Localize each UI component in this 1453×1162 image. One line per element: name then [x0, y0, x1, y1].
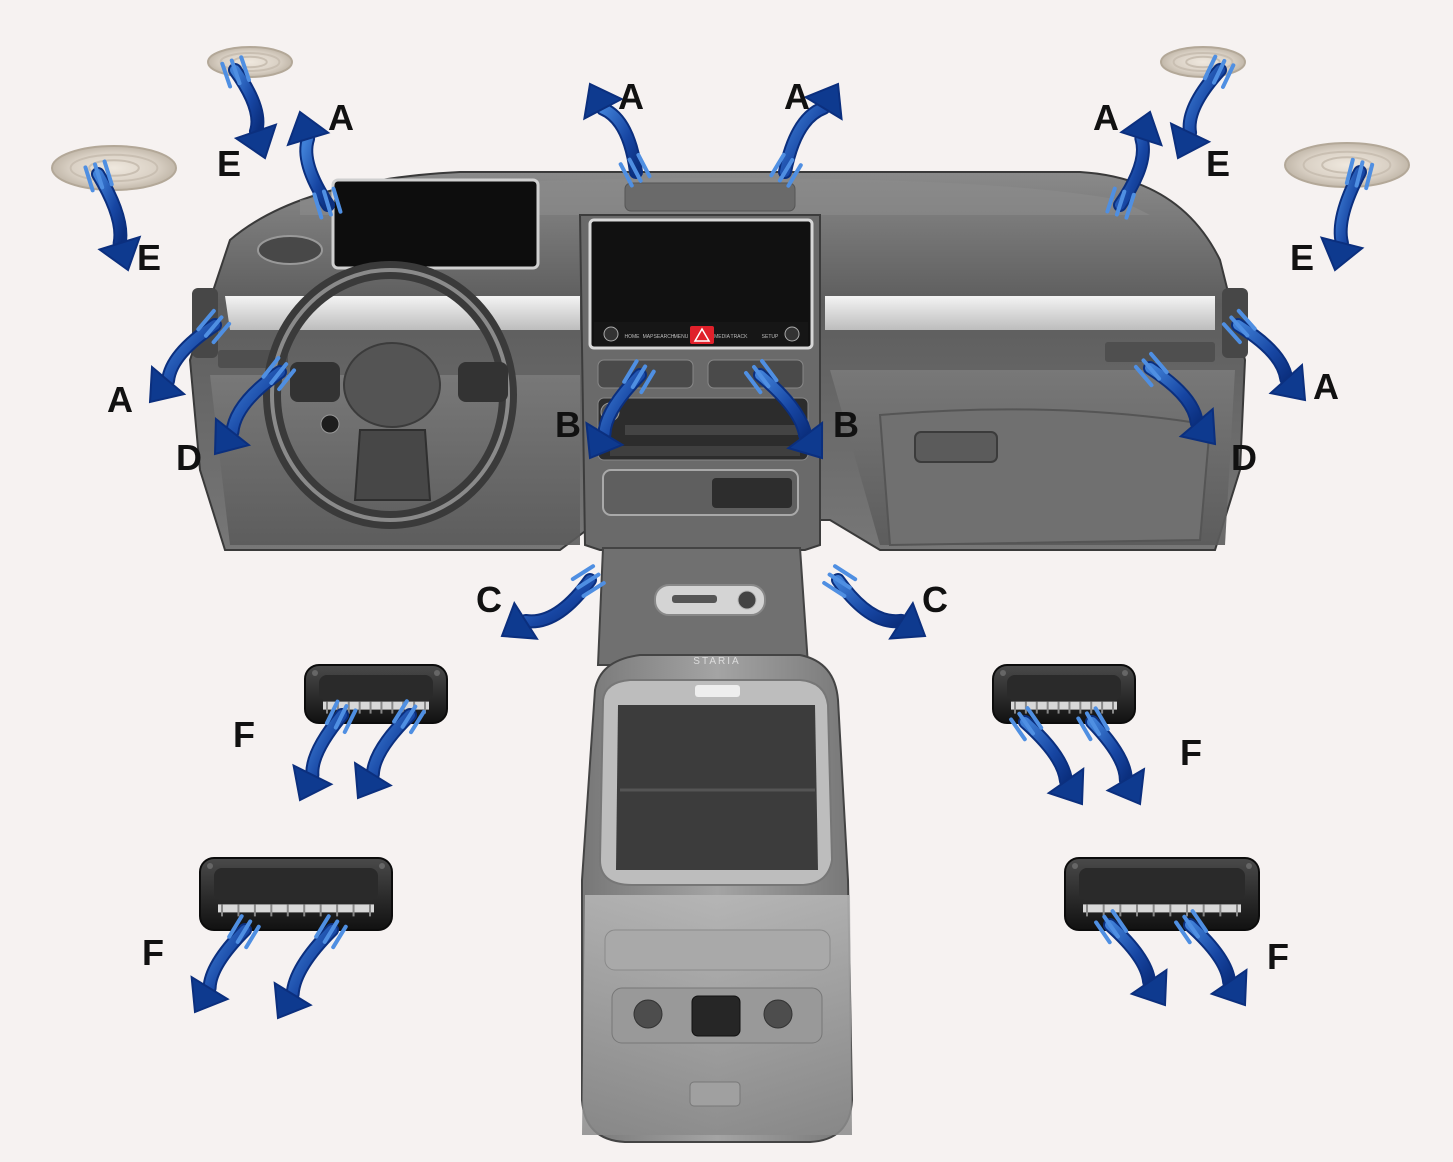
power-outlet	[737, 590, 757, 610]
screen-button-label[interactable]: SETUP	[762, 334, 779, 340]
rear-vent-icon	[304, 664, 448, 724]
label-e-upper-right: E	[1205, 143, 1231, 184]
climate-buttons-lower	[610, 446, 800, 456]
rear-vent-icon	[199, 857, 393, 931]
passenger-vent	[1105, 342, 1215, 362]
center-defrost-grille	[624, 182, 796, 212]
rear-seat-heat-left[interactable]	[633, 999, 663, 1029]
label-b-left: B	[555, 404, 581, 445]
label-e-lower-right: E	[1289, 237, 1315, 278]
label-f-right-1: F	[1180, 732, 1202, 773]
label-f-right-2: F	[1267, 936, 1289, 977]
label-f-left-2: F	[142, 932, 164, 973]
airflow-arrow-icon	[220, 55, 278, 160]
trim-strip-left	[225, 296, 580, 330]
center-console: STARIA	[581, 547, 854, 1143]
airflow-arrow-icon	[1105, 110, 1163, 220]
screen-button-label[interactable]: MENU	[674, 334, 689, 340]
airflow-arrow-icon	[744, 359, 824, 460]
airflow-arrow-icon	[583, 82, 652, 188]
rear-slot	[604, 929, 831, 971]
usb-port	[672, 595, 717, 603]
label-c-right: C	[922, 579, 948, 620]
airflow-arrow-icon	[1169, 54, 1236, 160]
screen-button-label[interactable]: HOME	[625, 334, 641, 340]
airflow-arrow-icon	[1221, 308, 1307, 402]
rear-vent-icon	[1064, 857, 1260, 931]
airflow-arrow-icon	[190, 914, 261, 1014]
screen-button-label[interactable]: TRACK	[731, 334, 749, 340]
label-a-dash-right: A	[1093, 97, 1119, 138]
console-mat	[616, 705, 818, 870]
label-e-upper-left: E	[216, 143, 242, 184]
console-brand: STARIA	[693, 656, 740, 667]
airflow-arrow-icon	[1076, 706, 1146, 806]
airflow-arrow-icon	[286, 110, 343, 220]
airflow-arrow-icon	[213, 355, 297, 456]
label-f-left-1: F	[233, 714, 255, 755]
label-b-right: B	[833, 404, 859, 445]
instrument-cluster	[331, 178, 540, 270]
ceiling-vent-icon	[207, 46, 293, 78]
airflow-arrow-icon	[500, 564, 606, 640]
airflow-arrow-icon	[1133, 351, 1217, 446]
climate-buttons	[625, 425, 800, 435]
screen-button-label[interactable]: MAP	[643, 334, 655, 340]
label-a-center-right: A	[784, 76, 810, 117]
airflow-arrow-icon	[822, 564, 927, 640]
tune-knob[interactable]	[784, 326, 800, 342]
airflow-arrow-icon	[83, 159, 142, 272]
infotainment-screen	[588, 218, 814, 350]
ceiling-vent-icon	[1160, 46, 1246, 78]
hazard-icon	[693, 327, 711, 342]
glovebox	[878, 408, 1212, 547]
screen-button-label[interactable]: SEARCH	[654, 334, 675, 340]
airflow-arrow-icon	[353, 699, 426, 800]
airflow-arrows	[83, 54, 1375, 1020]
label-a-center-left: A	[618, 76, 644, 117]
label-c-left: C	[476, 579, 502, 620]
label-d-left: D	[176, 437, 202, 478]
rear-seat-heat-right[interactable]	[763, 999, 793, 1029]
rear-storage-handle	[689, 1081, 741, 1107]
airflow-arrow-icon	[148, 308, 232, 404]
label-e-lower-left: E	[136, 237, 162, 278]
airflow-arrow-icon	[585, 359, 656, 460]
screen-button-label[interactable]: MEDIA	[714, 334, 731, 340]
label-a-dash-left: A	[328, 97, 354, 138]
steering-wheel	[263, 261, 517, 529]
ceiling-vent-icon	[51, 145, 177, 191]
label-a-side-left: A	[107, 379, 133, 420]
airflow-arrow-icon	[1009, 706, 1085, 806]
label-d-right: D	[1231, 437, 1257, 478]
airflow-arrow-icon	[1174, 909, 1248, 1007]
glovebox-handle	[914, 431, 998, 463]
airflow-arrow-icon	[1094, 909, 1168, 1007]
airflow-arrow-icon	[1319, 157, 1375, 272]
start-button[interactable]	[320, 414, 340, 434]
airflow-arrow-icon	[292, 699, 358, 802]
label-a-side-right: A	[1313, 366, 1339, 407]
wireless-charger	[712, 478, 792, 508]
trim-strip-right	[825, 296, 1215, 330]
volume-knob[interactable]	[603, 326, 619, 342]
airflow-arrow-icon	[769, 82, 843, 188]
rear-vent-icon	[992, 664, 1136, 724]
airflow-arrow-icon	[273, 914, 348, 1020]
console-lid-latch	[695, 685, 740, 697]
cup-holder	[257, 235, 323, 265]
rear-power-switch[interactable]	[691, 995, 741, 1037]
